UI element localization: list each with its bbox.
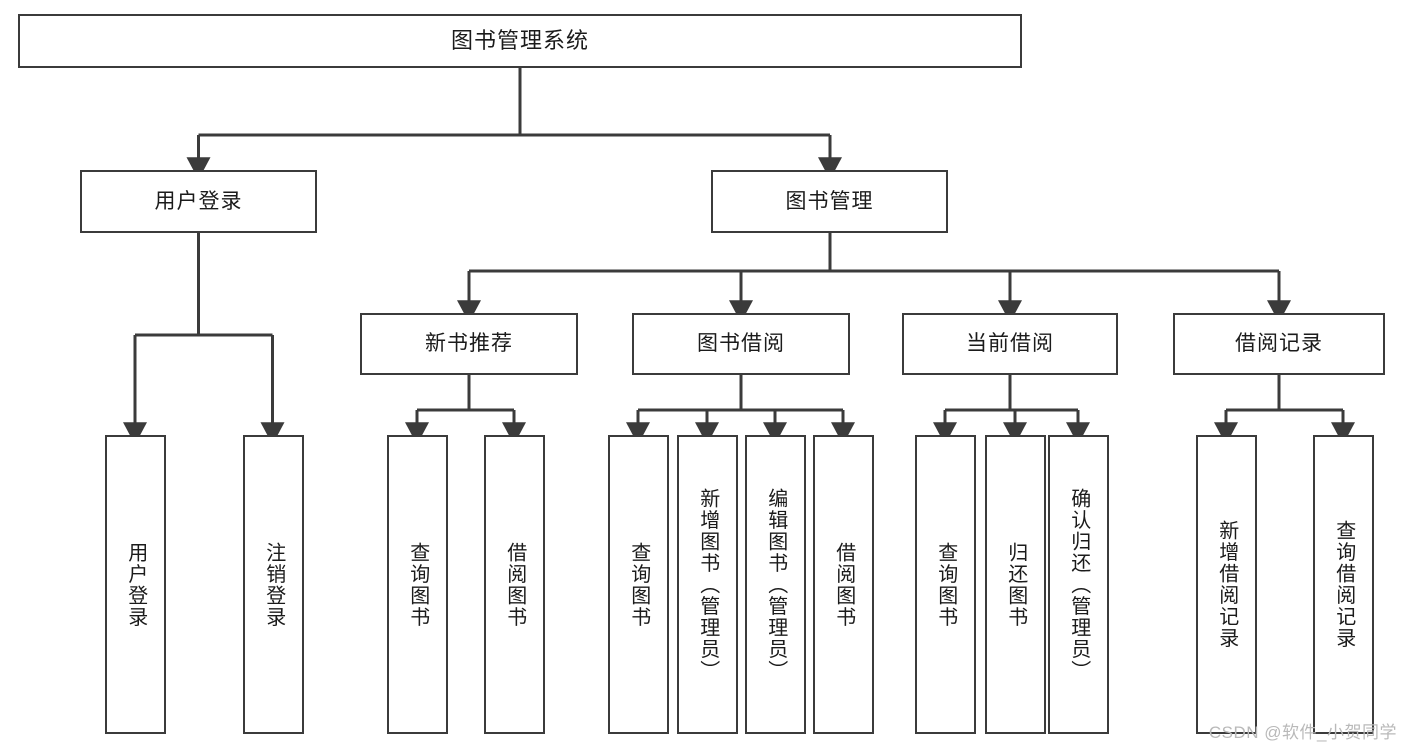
leaf-borrow-book-recommend[interactable]: 借阅图书 (484, 435, 545, 734)
leaf-query-borrow-record[interactable]: 查询借阅记录 (1313, 435, 1374, 734)
leaf-logout-label: 注销登录 (262, 541, 285, 628)
node-current-borrow[interactable]: 当前借阅 (902, 313, 1118, 375)
leaf-query-book-recommend-label: 查询图书 (406, 541, 429, 628)
leaf-edit-book-admin-label: 编辑图书（管理员） (764, 487, 787, 682)
leaf-borrow-book-label: 借阅图书 (832, 541, 855, 628)
leaf-query-book-recommend[interactable]: 查询图书 (387, 435, 448, 734)
node-current-borrow-label: 当前借阅 (966, 332, 1054, 356)
node-root-label: 图书管理系统 (450, 27, 589, 53)
leaf-logout[interactable]: 注销登录 (243, 435, 304, 734)
node-book-borrow[interactable]: 图书借阅 (632, 313, 850, 375)
leaf-add-borrow-record[interactable]: 新增借阅记录 (1196, 435, 1257, 734)
csdn-watermark: CSDN @软件_小贺同学 (1208, 723, 1397, 742)
leaf-query-book-current[interactable]: 查询图书 (915, 435, 976, 734)
leaf-add-book-admin-label: 新增图书（管理员） (696, 487, 719, 682)
leaf-query-book-current-label: 查询图书 (934, 541, 957, 628)
leaf-borrow-book-recommend-label: 借阅图书 (503, 541, 526, 628)
leaf-query-book-borrow-label: 查询图书 (627, 541, 650, 628)
leaf-add-book-admin[interactable]: 新增图书（管理员） (677, 435, 738, 734)
leaf-confirm-return-admin-label: 确认归还（管理员） (1067, 487, 1090, 682)
leaf-query-borrow-record-label: 查询借阅记录 (1332, 520, 1355, 649)
leaf-edit-book-admin[interactable]: 编辑图书（管理员） (745, 435, 806, 734)
node-book-management[interactable]: 图书管理 (711, 170, 948, 233)
node-book-borrow-label: 图书借阅 (697, 332, 785, 356)
node-borrow-record[interactable]: 借阅记录 (1173, 313, 1385, 375)
leaf-user-login[interactable]: 用户登录 (105, 435, 166, 734)
node-book-management-label: 图书管理 (785, 189, 874, 213)
node-borrow-record-label: 借阅记录 (1235, 332, 1323, 356)
leaf-query-book-borrow[interactable]: 查询图书 (608, 435, 669, 734)
node-new-book-recommend-label: 新书推荐 (425, 332, 513, 356)
leaf-add-borrow-record-label: 新增借阅记录 (1215, 520, 1238, 649)
node-user-login[interactable]: 用户登录 (80, 170, 317, 233)
leaf-borrow-book[interactable]: 借阅图书 (813, 435, 874, 734)
node-root-book-management-system[interactable]: 图书管理系统 (18, 14, 1022, 68)
leaf-return-book[interactable]: 归还图书 (985, 435, 1046, 734)
leaf-confirm-return-admin[interactable]: 确认归还（管理员） (1048, 435, 1109, 734)
leaf-return-book-label: 归还图书 (1004, 541, 1027, 628)
node-user-login-label: 用户登录 (154, 189, 243, 213)
leaf-user-login-label: 用户登录 (124, 541, 147, 628)
node-new-book-recommend[interactable]: 新书推荐 (360, 313, 578, 375)
